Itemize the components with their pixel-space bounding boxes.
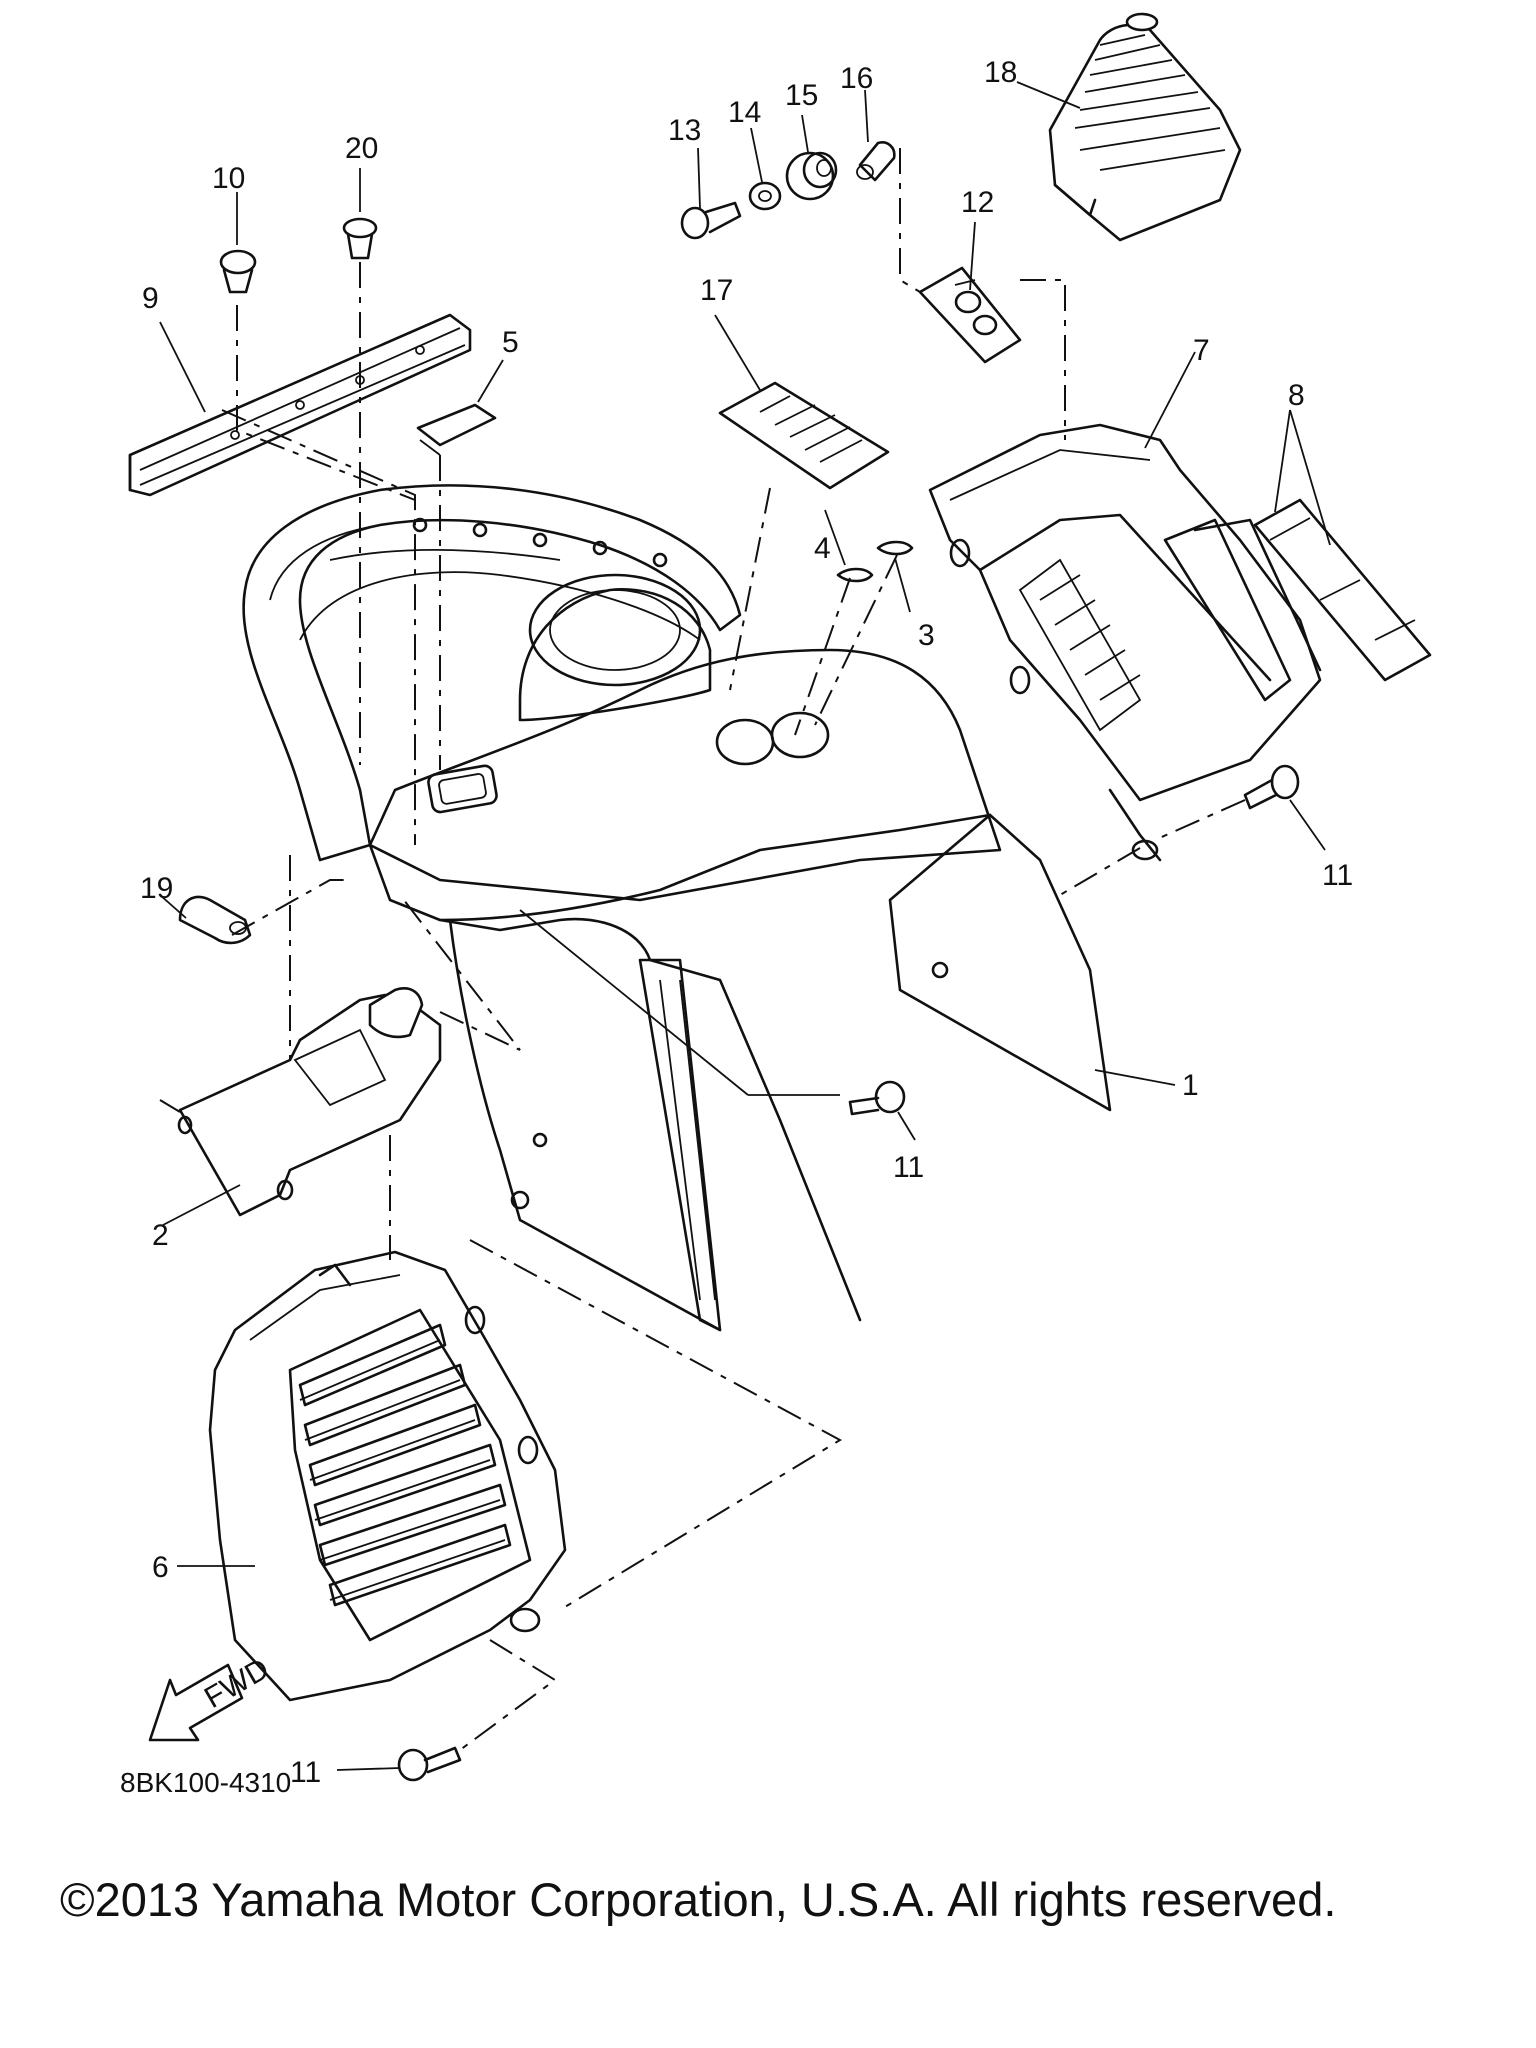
- part-12-bracket: [918, 266, 1022, 364]
- callout-13: 13: [668, 114, 701, 147]
- part-6-left-panel: [208, 1250, 567, 1702]
- callout-6: 6: [152, 1551, 169, 1584]
- callout-4: 4: [814, 532, 831, 565]
- callout-18: 18: [984, 56, 1017, 89]
- part-10-clip: [219, 249, 257, 294]
- callout-11-bottom: 11: [290, 1756, 321, 1789]
- part-13-bolt: [680, 201, 742, 240]
- callout-labels: 1 2 3 4 5 6 7 8 9 10 11 11 11 12 13 14 1…: [120, 56, 1353, 1798]
- part-1-front-body: [242, 484, 1112, 1332]
- callout-5: 5: [502, 326, 519, 359]
- callout-20: 20: [345, 132, 378, 165]
- part-5-cover: [416, 403, 497, 456]
- part-15-grommet: [785, 151, 838, 201]
- callout-11-right: 11: [1322, 859, 1353, 892]
- diagram-code: 8BK100-4310: [120, 1767, 291, 1798]
- callout-7: 7: [1193, 334, 1210, 367]
- part-9-rail: [128, 313, 472, 497]
- fwd-arrow-label: FWD: [199, 1652, 275, 1715]
- copyright-notice: ©2013 Yamaha Motor Corporation, U.S.A. A…: [60, 1873, 1337, 1926]
- leader-lines: [159, 81, 1331, 1771]
- part-11-bolt-right: [1243, 764, 1300, 810]
- part-14-washer: [748, 181, 782, 211]
- callout-17: 17: [700, 274, 733, 307]
- callout-9: 9: [142, 282, 159, 315]
- part-17-decal: [718, 381, 890, 490]
- part-3-cap: [876, 540, 914, 556]
- callout-14: 14: [728, 96, 761, 129]
- callout-11-center: 11: [893, 1151, 924, 1184]
- part-20-rivet: [342, 217, 378, 260]
- part-7-right-panel: [928, 423, 1322, 862]
- part-11-bolt-bottom: [397, 1746, 462, 1782]
- part-8-pad: [1253, 498, 1432, 682]
- part-11-bolt-center: [848, 1080, 906, 1116]
- callout-1: 1: [1182, 1069, 1199, 1102]
- callout-2: 2: [152, 1219, 169, 1252]
- callout-15: 15: [785, 79, 818, 112]
- part-18-boot: [1048, 12, 1242, 242]
- callout-12: 12: [961, 186, 994, 219]
- part-16-collar: [856, 141, 896, 182]
- callout-10: 10: [212, 162, 245, 195]
- callout-3: 3: [918, 619, 935, 652]
- part-4-cap: [836, 567, 874, 583]
- part-2-cover: [177, 987, 442, 1217]
- fwd-arrow-icon: FWD: [148, 1652, 275, 1742]
- callout-19: 19: [140, 872, 173, 905]
- callout-8: 8: [1288, 379, 1305, 412]
- part-19-clamp: [178, 895, 252, 945]
- callout-16: 16: [840, 62, 873, 95]
